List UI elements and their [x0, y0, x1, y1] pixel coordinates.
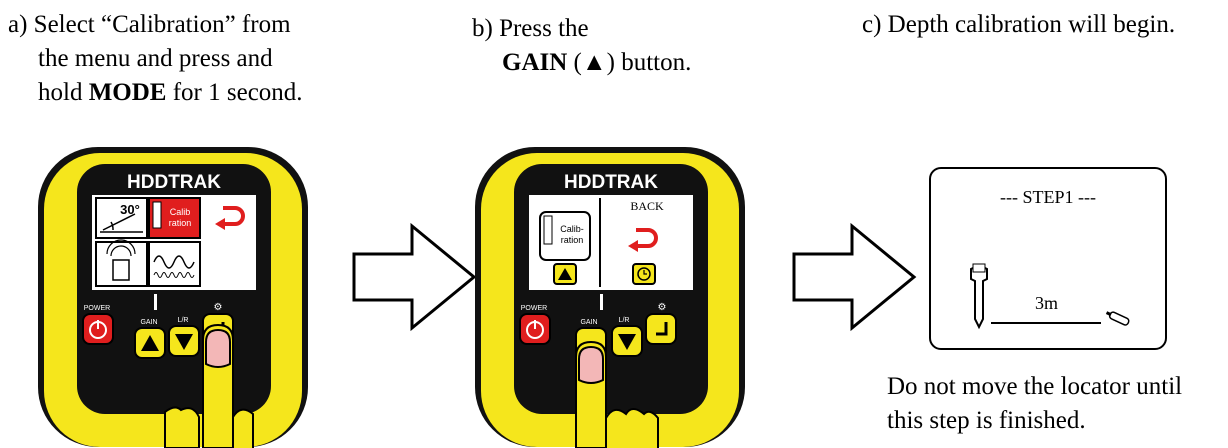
flow-arrow-2	[792, 222, 917, 332]
power-label: POWER	[84, 305, 110, 312]
calibration-label-1: Calib	[170, 207, 191, 217]
locator-handle-icon	[972, 263, 986, 273]
caption-a-line3-pre: hold	[38, 79, 89, 106]
warning-note-line2: this step is finished.	[887, 407, 1086, 434]
menu-tile-frequency[interactable]	[148, 241, 201, 287]
caption-b-gain-word: GAIN	[502, 49, 568, 76]
triangle-down-icon	[618, 334, 636, 350]
warning-note-line1: Do not move the locator until	[887, 373, 1183, 400]
caption-a-line3: hold MODE for 1 second.	[8, 76, 303, 110]
brand-logo: HDDTRAK	[127, 172, 221, 193]
signal-waves-icon	[106, 239, 136, 257]
back-arrow-icon[interactable]	[221, 206, 245, 226]
caption-b-line2-post: button.	[614, 49, 692, 76]
lr-label: L/R	[619, 317, 630, 324]
warning-note: Do not move the locator until this step …	[887, 370, 1182, 438]
caption-a-line2: the menu and press and	[38, 45, 273, 72]
onscreen-triangle-up-icon	[558, 268, 572, 280]
mode-gear-icon: ⚙	[214, 302, 223, 313]
flow-arrow-1-shape	[352, 222, 477, 332]
signal-icon	[112, 259, 130, 281]
hand-palm-icon	[164, 406, 200, 448]
calibration-label-2: ration	[169, 218, 192, 228]
waveform-icon	[153, 255, 195, 269]
step1-title: --- STEP1 ---	[1000, 187, 1096, 207]
angle-label: 30°	[120, 202, 140, 217]
screen-divider	[600, 294, 603, 310]
triangle-down-icon	[175, 334, 193, 350]
mode-gear-icon: ⚙	[658, 302, 667, 313]
clock-icon	[637, 267, 651, 281]
transmitter-icon	[1105, 311, 1130, 326]
flow-arrow-1	[352, 222, 477, 332]
step1-illustration	[970, 263, 1130, 330]
back-label: BACK	[630, 199, 664, 213]
gain-label: GAIN	[140, 319, 157, 326]
fingernail-icon	[578, 345, 604, 384]
calibration-locator-icon	[543, 215, 553, 245]
locator-icon	[970, 263, 988, 330]
gain-label: GAIN	[580, 319, 597, 326]
flow-arrow-2-shape	[792, 222, 917, 332]
step1-screen: --- STEP1 --- 3m	[929, 167, 1167, 350]
locator-device-b: HDDTRAK Calib- ration BACK POWER GAIN L/…	[475, 147, 745, 448]
transmitter-tip-icon	[1105, 311, 1112, 317]
caption-b-line1: b) Press the	[472, 15, 589, 42]
brand-logo: HDDTRAK	[564, 172, 658, 193]
angle-icon	[100, 213, 143, 233]
back-arrow-head-icon	[628, 240, 638, 252]
caption-a-mode-word: MODE	[88, 79, 167, 106]
caption-c-line1: c) Depth calibration will begin.	[862, 11, 1176, 38]
locator-device-a: HDDTRAK 30° Calib ration POWER GAIN L/R …	[38, 147, 308, 448]
clock-hands-icon	[643, 270, 647, 275]
enter-icon	[656, 322, 668, 336]
fingernail-icon	[205, 328, 231, 368]
calibration-label-1: Calib-	[560, 224, 584, 234]
triangle-up-icon	[141, 335, 159, 351]
caption-step-c: c) Depth calibration will begin.	[862, 8, 1175, 42]
calibration-locator-icon	[152, 201, 162, 229]
hand-knuckles-icon	[232, 408, 254, 448]
lr-label: L/R	[178, 317, 189, 324]
power-label: POWER	[521, 305, 547, 312]
step1-distance-label: 3m	[1035, 293, 1059, 313]
hand-knuckles-icon	[605, 408, 659, 448]
transmitter-body-icon	[1108, 311, 1130, 326]
caption-step-a: a) Select “Calibration” from the menu an…	[8, 8, 303, 110]
caption-a-line3-post: for 1 second.	[166, 79, 303, 106]
mode-button[interactable]	[645, 313, 677, 345]
waveform-small-icon	[153, 272, 195, 278]
back-arrow-head-icon	[215, 218, 225, 230]
caption-b-gain-glyph: (▲)	[567, 49, 615, 76]
back-arrow-icon[interactable]	[634, 228, 658, 248]
calibration-label-2: ration	[561, 235, 584, 245]
caption-b-line2: GAIN (▲) button.	[472, 46, 691, 80]
caption-step-b: b) Press the GAIN (▲) button.	[472, 12, 691, 80]
screen-divider	[154, 294, 157, 310]
caption-a-line1: a) Select “Calibration” from	[8, 11, 291, 38]
